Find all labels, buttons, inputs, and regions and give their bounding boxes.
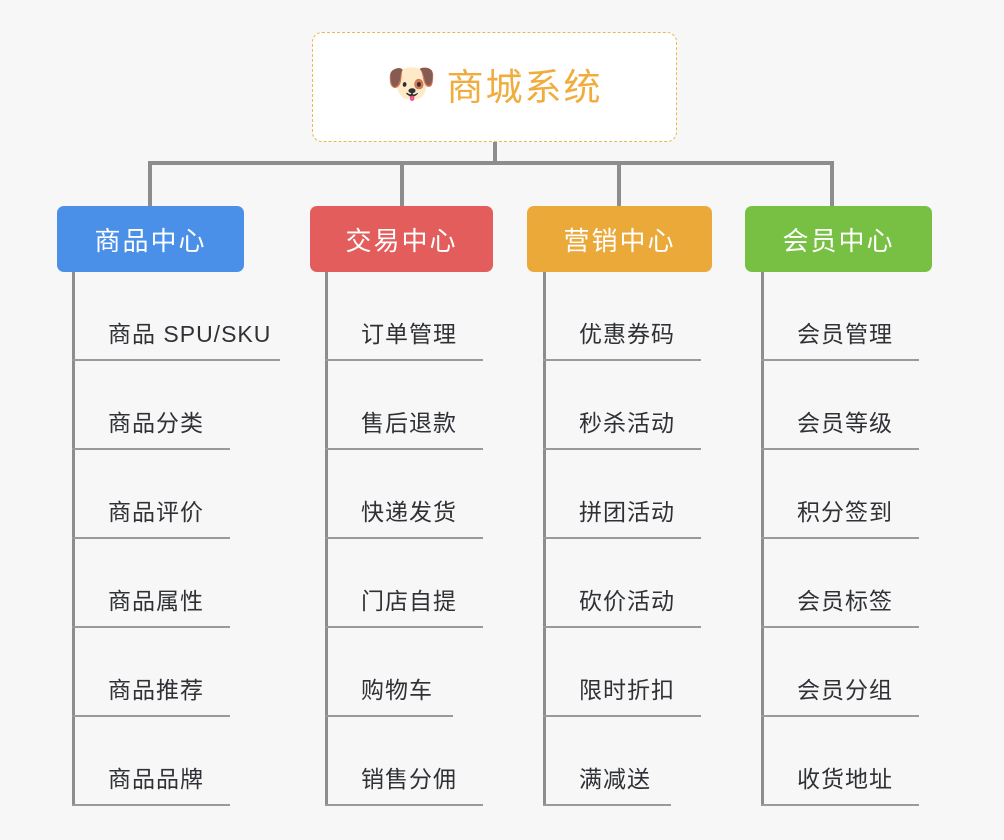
leaf-item[interactable]: 商品评价 — [72, 450, 230, 539]
leaf-item[interactable]: 商品分类 — [72, 361, 230, 450]
leaf-item-label: 订单管理 — [361, 321, 457, 347]
connector-drop-3 — [617, 161, 621, 207]
leaf-item[interactable]: 会员管理 — [761, 272, 919, 361]
category-box-product[interactable]: 商品中心 — [57, 206, 244, 272]
leaf-underline — [325, 626, 483, 628]
leaf-item-label: 限时折扣 — [579, 677, 675, 703]
leaf-item-label: 会员等级 — [797, 410, 893, 436]
leaf-item-label: 会员分组 — [797, 677, 893, 703]
leaf-item-label: 拼团活动 — [579, 499, 675, 525]
leaf-item-label: 秒杀活动 — [579, 410, 675, 436]
leaf-item-label: 商品评价 — [108, 499, 204, 525]
root-title: 商城系统 — [446, 66, 603, 108]
branch-spine — [543, 272, 546, 806]
leaf-item-label: 商品分类 — [108, 410, 204, 436]
leaf-item-label: 快递发货 — [361, 499, 457, 525]
leaf-item[interactable]: 商品属性 — [72, 539, 230, 628]
connector-root-stem — [493, 142, 497, 164]
leaf-item-label: 商品推荐 — [108, 677, 204, 703]
leaf-underline — [761, 804, 919, 806]
leaf-item[interactable]: 订单管理 — [325, 272, 483, 361]
leaf-underline — [543, 804, 671, 806]
leaf-item[interactable]: 秒杀活动 — [543, 361, 701, 450]
leaf-item-label: 商品属性 — [108, 588, 204, 614]
leaf-item-label: 优惠券码 — [579, 321, 675, 347]
leaf-item[interactable]: 购物车 — [325, 628, 453, 717]
leaf-underline — [325, 804, 483, 806]
leaf-item-label: 购物车 — [361, 677, 433, 703]
connector-drop-1 — [148, 161, 152, 207]
leaf-item-label: 满减送 — [579, 766, 651, 792]
leaf-underline — [543, 359, 701, 361]
leaf-underline — [761, 715, 919, 717]
shiba-dog-icon: 🐶 — [386, 62, 437, 106]
leaf-item[interactable]: 销售分佣 — [325, 717, 483, 806]
leaf-item[interactable]: 收货地址 — [761, 717, 919, 806]
leaf-item-label: 商品 SPU/SKU — [108, 321, 272, 347]
leaf-underline — [325, 537, 483, 539]
leaf-item[interactable]: 商品 SPU/SKU — [72, 272, 280, 361]
root-node[interactable]: 🐶 商城系统 — [312, 32, 677, 142]
leaf-item[interactable]: 积分签到 — [761, 450, 919, 539]
leaf-item[interactable]: 拼团活动 — [543, 450, 701, 539]
category-label: 会员中心 — [782, 225, 895, 256]
leaf-item[interactable]: 满减送 — [543, 717, 671, 806]
leaf-item[interactable]: 优惠券码 — [543, 272, 701, 361]
leaf-item[interactable]: 门店自提 — [325, 539, 483, 628]
leaf-item-label: 积分签到 — [797, 499, 893, 525]
leaf-item[interactable]: 砍价活动 — [543, 539, 701, 628]
category-box-marketing[interactable]: 营销中心 — [527, 206, 712, 272]
branch-spine — [72, 272, 75, 806]
category-label: 营销中心 — [563, 225, 676, 256]
connector-drop-2 — [400, 161, 404, 207]
leaf-item[interactable]: 会员分组 — [761, 628, 919, 717]
leaf-item[interactable]: 商品推荐 — [72, 628, 230, 717]
leaf-underline — [72, 626, 230, 628]
leaf-item[interactable]: 商品品牌 — [72, 717, 230, 806]
leaf-item-label: 会员标签 — [797, 588, 893, 614]
category-label: 商品中心 — [94, 225, 207, 256]
leaf-underline — [72, 804, 230, 806]
connector-horizontal-bus — [150, 161, 834, 165]
leaf-item-label: 售后退款 — [361, 410, 457, 436]
connector-drop-4 — [830, 161, 834, 207]
leaf-underline — [761, 626, 919, 628]
branch-spine — [325, 272, 328, 806]
leaf-item[interactable]: 限时折扣 — [543, 628, 701, 717]
leaf-underline — [72, 448, 230, 450]
leaf-item-label: 门店自提 — [361, 588, 457, 614]
leaf-underline — [543, 448, 701, 450]
leaf-underline — [72, 715, 230, 717]
leaf-underline — [543, 537, 701, 539]
leaf-underline — [761, 448, 919, 450]
leaf-underline — [543, 626, 701, 628]
category-box-trade[interactable]: 交易中心 — [310, 206, 493, 272]
leaf-item[interactable]: 快递发货 — [325, 450, 483, 539]
leaf-item-label: 销售分佣 — [361, 766, 457, 792]
leaf-item-label: 收货地址 — [797, 766, 893, 792]
leaf-underline — [325, 448, 483, 450]
leaf-underline — [761, 359, 919, 361]
category-box-member[interactable]: 会员中心 — [745, 206, 932, 272]
leaf-item-label: 砍价活动 — [579, 588, 675, 614]
leaf-item[interactable]: 会员等级 — [761, 361, 919, 450]
leaf-underline — [72, 537, 230, 539]
category-label: 交易中心 — [345, 225, 458, 256]
leaf-underline — [72, 359, 280, 361]
leaf-underline — [325, 359, 483, 361]
leaf-underline — [325, 715, 453, 717]
leaf-item[interactable]: 售后退款 — [325, 361, 483, 450]
leaf-underline — [543, 715, 701, 717]
leaf-underline — [761, 537, 919, 539]
leaf-item[interactable]: 会员标签 — [761, 539, 919, 628]
leaf-item-label: 会员管理 — [797, 321, 893, 347]
leaf-item-label: 商品品牌 — [108, 766, 204, 792]
branch-spine — [761, 272, 764, 806]
